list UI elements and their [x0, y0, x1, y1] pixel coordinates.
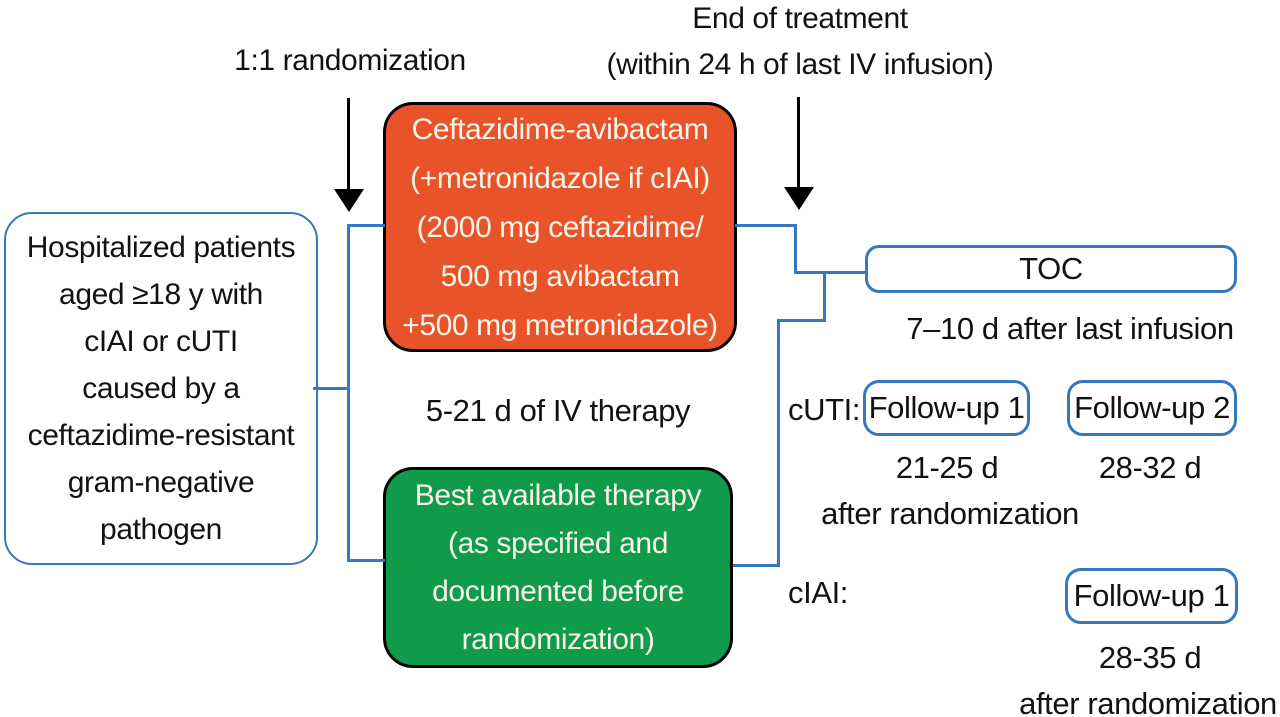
- connector-arm2-out: [733, 564, 780, 567]
- cuti-followup1-box: Follow-up 1: [863, 380, 1030, 436]
- population-line: aged ≥18 y with: [59, 278, 263, 311]
- connector-right-step2: [823, 271, 826, 322]
- ciai-followup1-timing: 28-35 d: [1098, 640, 1202, 675]
- population-line: pathogen: [100, 513, 222, 546]
- arm1-line: Ceftazidime-avibactam: [411, 112, 709, 146]
- arm1-line: 500 mg avibactam: [440, 259, 680, 293]
- end-of-treatment-arrow-head-icon: [784, 187, 814, 210]
- end-of-treatment-label: End of treatment (within 24 h of last IV…: [560, 0, 1040, 88]
- cuti-followup2-label: Follow-up 2: [1074, 390, 1230, 425]
- connector-right-step3: [777, 319, 826, 322]
- arm2-line: randomization): [461, 622, 655, 656]
- toc-label: TOC: [1019, 251, 1083, 286]
- population-box: Hospitalized patients aged ≥18 y with cI…: [4, 212, 318, 565]
- connector-to-arm1: [347, 224, 385, 227]
- end-of-treatment-arrow-shaft: [797, 97, 800, 188]
- randomization-label: 1:1 randomization: [234, 44, 466, 77]
- randomization-arrow-head-icon: [334, 189, 364, 212]
- population-line: ceftazidime-resistant: [27, 419, 295, 452]
- connector-to-toc: [794, 271, 867, 274]
- end-of-treatment-line1: End of treatment: [692, 2, 908, 35]
- arm1-ceftazidime-avibactam-box: Ceftazidime-avibactam (+metronidazole if…: [383, 102, 737, 352]
- population-line: caused by a: [82, 372, 240, 405]
- connector-right-vertical: [777, 319, 780, 567]
- arm2-line: (as specified and: [447, 526, 668, 560]
- connector-population-out: [313, 387, 350, 390]
- toc-timing-label: 7–10 d after last infusion: [906, 311, 1234, 346]
- arm2-line: Best available therapy: [414, 478, 702, 512]
- therapy-duration-label: 5-21 d of IV therapy: [425, 393, 691, 428]
- cuti-followup2-box: Follow-up 2: [1067, 380, 1237, 436]
- cuti-followup1-label: Follow-up 1: [868, 390, 1025, 425]
- randomization-arrow-shaft: [347, 98, 350, 190]
- connector-left-vertical: [347, 224, 350, 562]
- cuti-followup1-timing: 21-25 d: [895, 450, 999, 485]
- arm2-line: documented before: [432, 574, 684, 608]
- toc-box: TOC: [865, 245, 1237, 293]
- ciai-followup1-label: Follow-up 1: [1073, 578, 1230, 613]
- population-line: cIAI or cUTI: [84, 325, 238, 358]
- connector-arm1-out: [735, 224, 797, 227]
- population-line: Hospitalized patients: [26, 231, 296, 264]
- cuti-followup2-timing: 28-32 d: [1098, 450, 1202, 485]
- connector-right-step1: [794, 224, 797, 274]
- ciai-followup1-box: Follow-up 1: [1065, 568, 1238, 624]
- end-of-treatment-line2: (within 24 h of last IV infusion): [606, 48, 994, 81]
- population-line: gram-negative: [67, 466, 255, 499]
- ciai-timing-suffix: after randomization: [1019, 686, 1277, 717]
- arm1-line: (2000 mg ceftazidime/: [416, 210, 704, 244]
- connector-to-arm2: [347, 559, 385, 562]
- arm2-best-available-therapy-box: Best available therapy (as specified and…: [383, 467, 733, 668]
- arm1-line: +500 mg metronidazole): [402, 308, 718, 342]
- cuti-label: cUTI:: [788, 392, 861, 427]
- arm1-line: (+metronidazole if cIAI): [410, 161, 710, 195]
- cuti-timing-suffix: after randomization: [821, 496, 1079, 531]
- ciai-label: cIAI:: [788, 575, 849, 610]
